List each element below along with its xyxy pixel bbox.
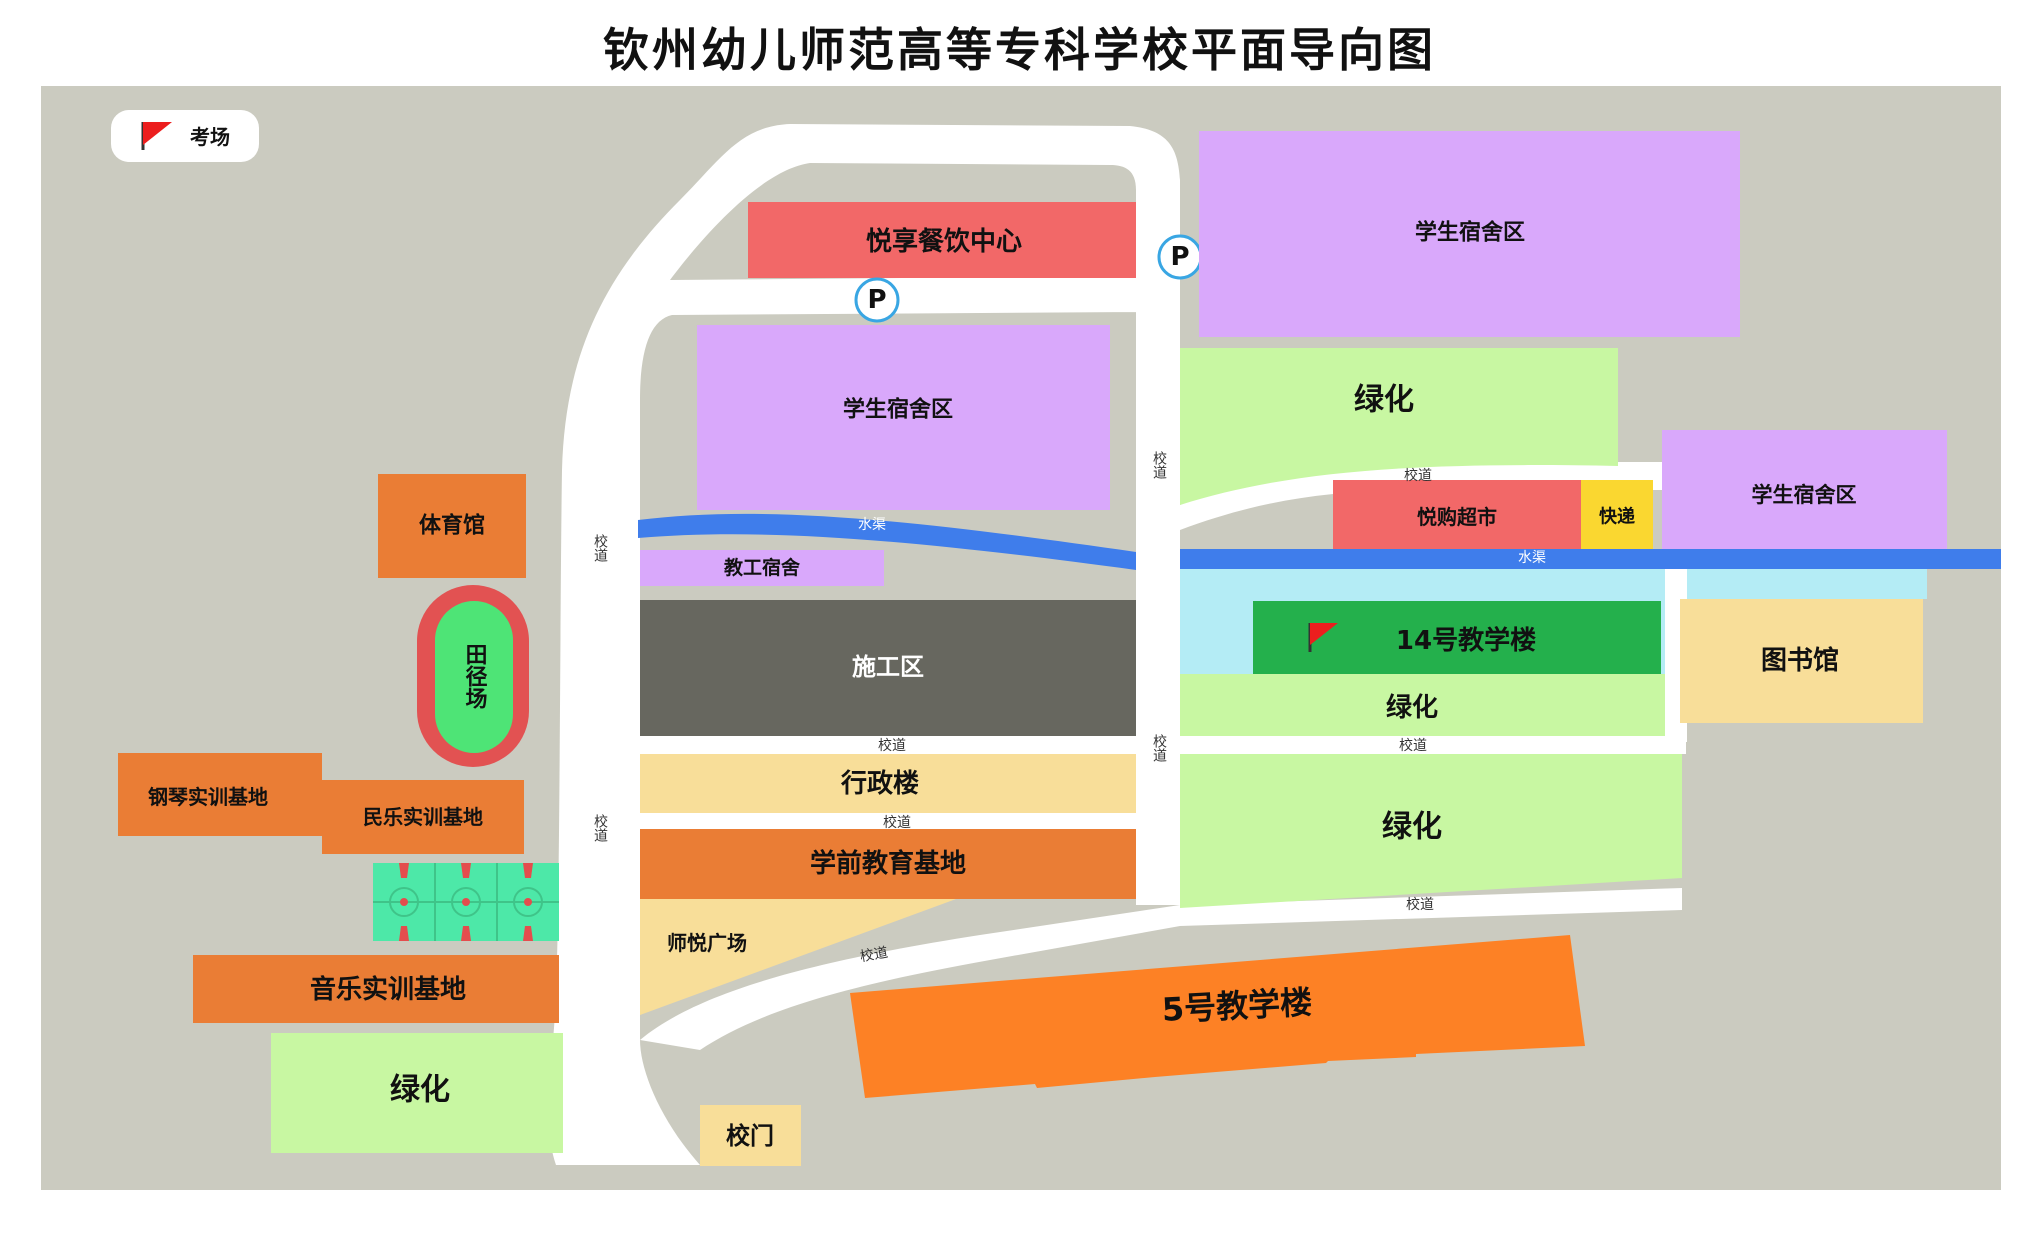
preschool-base-label: 学前教育基地: [810, 848, 966, 879]
legend: 考场: [111, 110, 259, 162]
folk-music-base-label: 民乐实训基地: [363, 805, 483, 829]
green-big-block[interactable]: [1180, 754, 1682, 908]
red-flag-icon: [141, 122, 172, 150]
green-bottom-left-label: 绿化: [390, 1073, 450, 1108]
staff-dorm-label: 教工宿舍: [724, 556, 801, 579]
legend-label: 考场: [190, 125, 230, 149]
express-label: 快递: [1599, 506, 1635, 528]
road-label: 校道: [1406, 896, 1434, 913]
road-label: 校道: [1399, 737, 1427, 754]
red-flag-icon: [1308, 623, 1338, 652]
track-field[interactable]: [417, 585, 529, 767]
road-label: 校道: [1151, 733, 1167, 763]
admin-label: 行政楼: [840, 768, 919, 799]
gate-block[interactable]: [700, 1105, 801, 1166]
canteen-block[interactable]: [748, 202, 1136, 278]
music-base-block[interactable]: [193, 955, 559, 1023]
staff-dorm-block[interactable]: [640, 550, 884, 586]
express-block[interactable]: [1581, 480, 1653, 549]
road-bottom-diagonal: [640, 888, 1682, 1050]
supermarket-block[interactable]: [1333, 480, 1581, 549]
lightblue-area: [1687, 569, 1927, 599]
road-labels: 校道 校道 校道 校道 校道 校道 校道 校道 校道 校道: [592, 450, 1434, 965]
green-bottom-left-block[interactable]: [271, 1033, 563, 1153]
road-admin-horizontal: [640, 813, 1180, 829]
road-label: 校道: [859, 944, 890, 966]
preschool-base-block[interactable]: [640, 829, 1136, 899]
folk-music-base-block[interactable]: [322, 780, 524, 854]
green-mid-block[interactable]: [1180, 674, 1665, 736]
road-label: 校道: [592, 533, 608, 563]
green-top-block[interactable]: [1180, 348, 1618, 505]
gym-block[interactable]: [378, 474, 526, 578]
dorm-top-right-label: 学生宿舍区: [1415, 220, 1525, 246]
road-right-upper: [1180, 462, 1665, 530]
library-block[interactable]: [1680, 599, 1923, 723]
road-top-loop: [548, 124, 1180, 1165]
map-title: 钦州幼儿师范高等专科学校平面导向图: [603, 23, 1436, 77]
road-mid-horizontal: [640, 736, 1686, 754]
teaching-5-block[interactable]: [850, 935, 1585, 1098]
piano-base-block[interactable]: [118, 753, 322, 836]
green-big-label: 绿化: [1382, 810, 1442, 845]
teaching-14-block[interactable]: [1253, 601, 1661, 674]
teaching-14-label: 14号教学楼: [1396, 625, 1536, 656]
admin-block[interactable]: [640, 754, 1136, 813]
road-label: 校道: [592, 813, 608, 843]
parking-icon[interactable]: P: [854, 277, 900, 323]
green-mid-label: 绿化: [1386, 693, 1438, 723]
gate-label: 校门: [726, 1122, 774, 1150]
plaza-label: 师悦广场: [667, 931, 747, 955]
construction-block[interactable]: [640, 600, 1136, 736]
gym-label: 体育馆: [419, 513, 485, 539]
parking-label: P: [867, 285, 886, 315]
dorm-right-label: 学生宿舍区: [1752, 483, 1857, 507]
library-label: 图书馆: [1761, 645, 1839, 676]
dorm-right-block[interactable]: [1662, 430, 1947, 549]
water-label-right: 水渠: [1518, 550, 1546, 566]
canteen-label: 悦享餐饮中心: [866, 226, 1022, 257]
road-label: 校道: [1404, 467, 1432, 484]
music-base-label: 音乐实训基地: [310, 974, 466, 1005]
water-channel-left: [638, 513, 1136, 570]
parking-icon[interactable]: P: [1157, 234, 1203, 280]
basketball-courts[interactable]: [373, 863, 559, 941]
plaza-block[interactable]: [640, 899, 956, 1015]
construction-label: 施工区: [852, 653, 924, 681]
piano-base-label: 钢琴实训基地: [148, 785, 268, 809]
track-field-label: 田径场: [462, 643, 488, 710]
green-top-label: 绿化: [1354, 383, 1414, 418]
teaching-5-label: 5号教学楼: [1161, 983, 1313, 1029]
road-label: 校道: [883, 814, 911, 831]
dorm-left-block[interactable]: [697, 325, 1110, 510]
supermarket-label: 悦购超市: [1417, 505, 1497, 529]
road-label: 校道: [878, 737, 906, 754]
water-label-left: 水渠: [858, 517, 886, 533]
road-label: 校道: [1151, 450, 1167, 480]
parking-label: P: [1170, 242, 1189, 272]
dorm-top-right-block[interactable]: [1199, 131, 1740, 337]
dorm-left-label: 学生宿舍区: [843, 397, 953, 423]
water-channel-right: [1180, 549, 2001, 569]
